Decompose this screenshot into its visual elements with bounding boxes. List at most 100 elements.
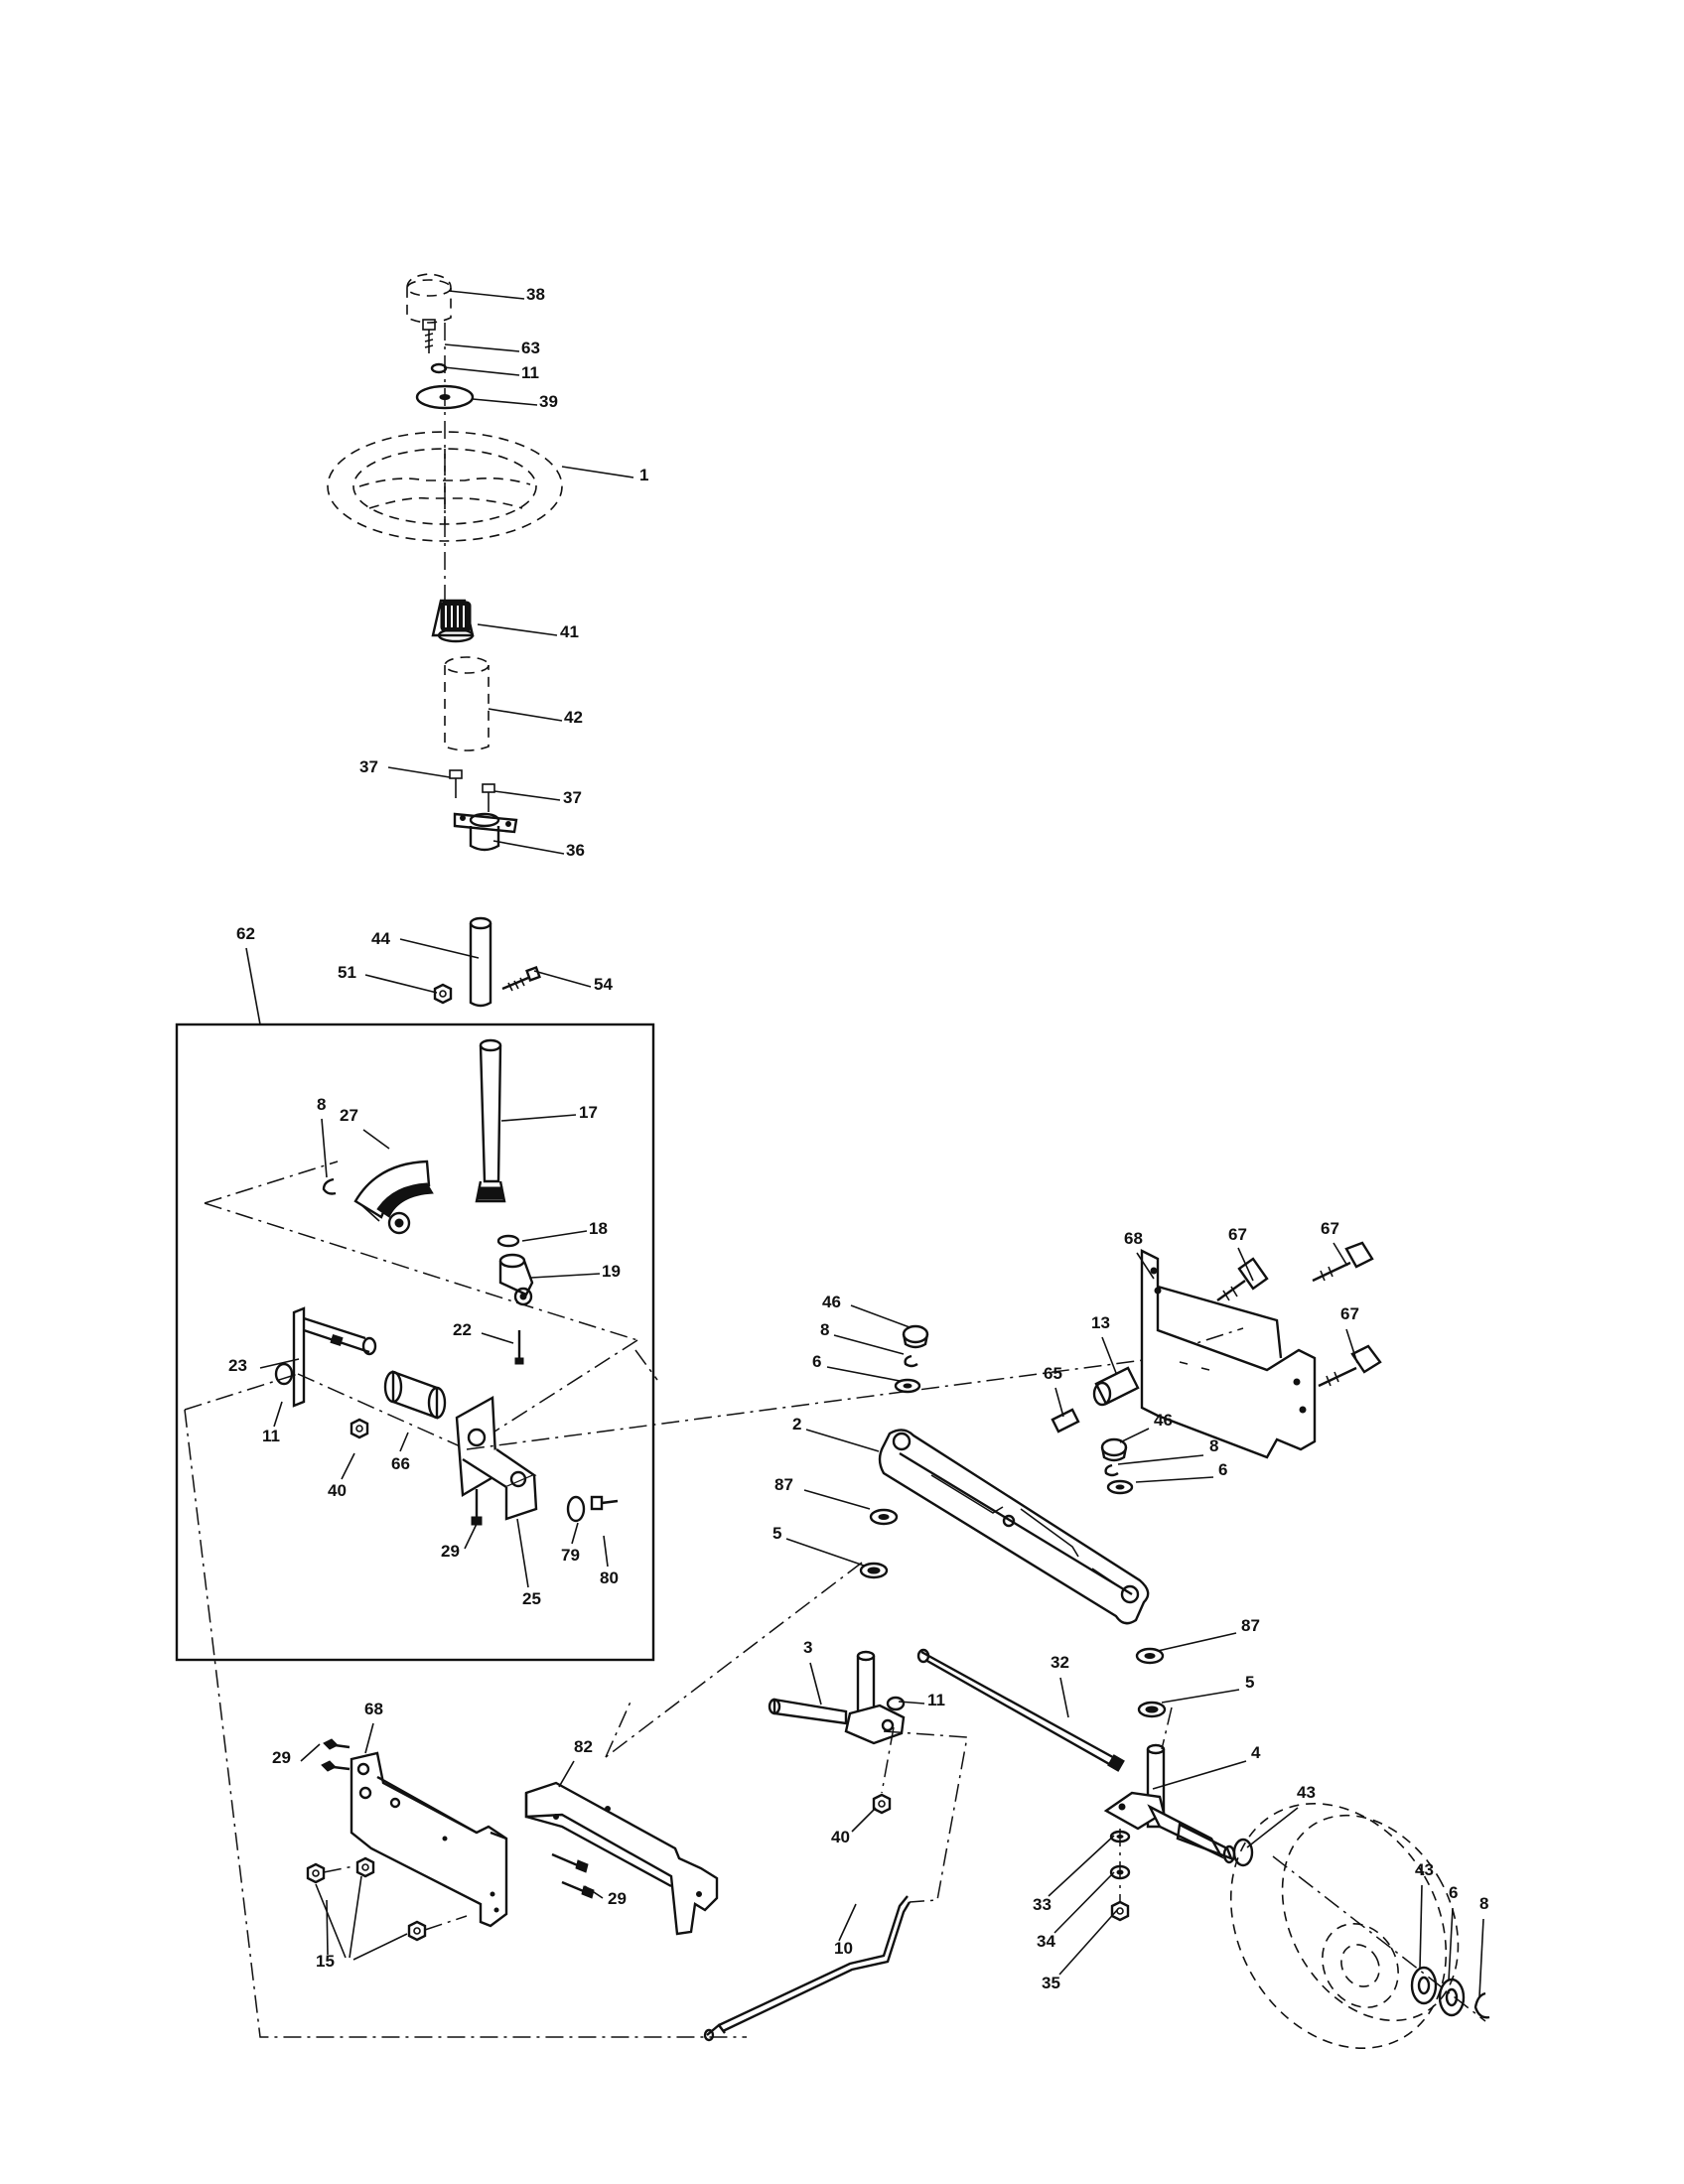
callout-29-bottom: 29 <box>584 1885 627 1908</box>
callout-5-right-leader <box>1161 1689 1240 1704</box>
callout-40-box-label: 40 <box>328 1481 347 1500</box>
nut-35[interactable] <box>1110 1900 1130 1922</box>
nut-40-box[interactable] <box>350 1418 369 1439</box>
bolt-67-c[interactable] <box>1318 1344 1382 1388</box>
callout-51-label: 51 <box>338 963 356 982</box>
nut-40-mid[interactable] <box>872 1793 892 1815</box>
bracket-25[interactable] <box>455 1396 538 1521</box>
bolt-67-b[interactable] <box>1312 1241 1374 1283</box>
callout-46-top-label: 46 <box>822 1293 841 1311</box>
cap-46-right[interactable] <box>1100 1437 1128 1462</box>
e-clip-8-top[interactable] <box>904 1354 918 1368</box>
washer-43-wheel[interactable] <box>1410 1966 1438 2005</box>
bolt-67-a[interactable] <box>1216 1257 1269 1301</box>
lock-washer-11[interactable] <box>430 362 448 374</box>
spacer-87-left[interactable] <box>869 1508 899 1526</box>
callout-67-c: 67 <box>1340 1304 1359 1364</box>
callout-27-leader <box>362 1129 390 1150</box>
callout-67-c-label: 67 <box>1340 1304 1359 1323</box>
nut-51[interactable] <box>433 983 453 1005</box>
callout-17-leader <box>500 1114 577 1122</box>
flange-bearing[interactable] <box>453 812 518 852</box>
callout-4-label: 4 <box>1251 1743 1261 1762</box>
callout-39: 39 <box>472 392 558 411</box>
bushing-13[interactable] <box>1092 1366 1140 1407</box>
bolt-29-lower-a[interactable] <box>551 1852 589 1873</box>
callout-8-box-leader <box>321 1118 328 1178</box>
callout-43-bottom-leader <box>1419 1884 1423 1970</box>
callout-51-leader <box>364 974 438 994</box>
nut-15-c[interactable] <box>407 1920 427 1942</box>
bracket-82[interactable] <box>524 1781 719 1936</box>
callout-6-bottom-label: 6 <box>1449 1883 1458 1902</box>
callout-6-bottom-leader <box>1448 1907 1454 1981</box>
cap-46-top[interactable] <box>902 1324 929 1349</box>
washer-43-spindle[interactable] <box>1232 1838 1254 1867</box>
screw-29-box[interactable] <box>471 1489 483 1526</box>
bushing-sleeve[interactable] <box>444 656 490 751</box>
lock-washer-11-box[interactable] <box>274 1362 294 1386</box>
left-spindle[interactable] <box>768 1650 906 1745</box>
callout-11-mid-leader <box>898 1701 925 1705</box>
washer-79[interactable] <box>566 1495 586 1523</box>
sector-gear[interactable] <box>353 1160 434 1235</box>
wheel-axis-dashed <box>1272 1855 1486 2022</box>
pin-65[interactable] <box>1051 1408 1080 1433</box>
callout-66: 66 <box>391 1432 410 1473</box>
e-clip-8-box[interactable] <box>322 1177 337 1195</box>
bolt-29-upper-b[interactable] <box>321 1760 351 1772</box>
bracket-68-top[interactable] <box>1140 1249 1317 1459</box>
screw-22[interactable] <box>514 1330 524 1365</box>
pinion-bearing[interactable] <box>498 1253 534 1306</box>
callout-19: 19 <box>530 1262 621 1281</box>
callout-25-leader <box>516 1518 529 1588</box>
callout-29-left: 29 <box>272 1743 321 1767</box>
front-tire[interactable] <box>1188 1764 1493 2087</box>
bolt-63[interactable] <box>422 319 436 353</box>
washer-39[interactable] <box>415 384 475 410</box>
spline-adapter[interactable] <box>431 599 475 643</box>
washer-5-right[interactable] <box>1137 1701 1167 1718</box>
washer-6-wheel[interactable] <box>1438 1978 1466 2017</box>
bolt-29-lower-b[interactable] <box>561 1880 595 1899</box>
nut-15-a[interactable] <box>306 1862 326 1884</box>
bolt-54[interactable] <box>501 966 541 992</box>
bolt-80[interactable] <box>590 1495 619 1511</box>
nut-15-dashed <box>323 1865 468 1931</box>
steering-shaft-upper[interactable] <box>469 916 492 1008</box>
steering-shaft-lower[interactable] <box>475 1038 506 1203</box>
callout-5-right-label: 5 <box>1245 1673 1254 1692</box>
callout-41-leader <box>477 623 558 636</box>
spacer-66[interactable] <box>383 1370 447 1420</box>
callout-44-leader <box>399 938 480 959</box>
callout-79: 79 <box>561 1522 580 1565</box>
front-axle[interactable] <box>878 1429 1150 1625</box>
nut-15-b[interactable] <box>355 1856 375 1878</box>
bolt-29-upper-a[interactable] <box>323 1738 351 1750</box>
bracket-68-bottom[interactable] <box>350 1751 508 1928</box>
bolt-37-left[interactable] <box>449 769 463 798</box>
lock-washer-11-mid[interactable] <box>886 1696 906 1711</box>
steering-cap[interactable] <box>406 273 452 324</box>
washer-6-right[interactable] <box>1106 1479 1134 1495</box>
steering-wheel[interactable] <box>327 431 563 542</box>
right-spindle[interactable] <box>1103 1743 1236 1864</box>
callout-11-top-label: 11 <box>521 363 539 382</box>
callout-40-mid-leader <box>851 1807 877 1833</box>
washer-6-top[interactable] <box>894 1378 921 1394</box>
steering-link-rod[interactable] <box>703 1895 912 2042</box>
e-clip-8-wheel[interactable] <box>1474 1991 1490 2019</box>
spacer-87-right[interactable] <box>1135 1647 1165 1665</box>
drag-link[interactable] <box>916 1648 1125 1772</box>
callout-39-leader <box>472 398 538 406</box>
callout-8-right-leader <box>1117 1454 1204 1465</box>
bolt-37-right[interactable] <box>482 783 495 812</box>
callout-41: 41 <box>477 622 579 641</box>
callout-54-label: 54 <box>594 975 613 994</box>
washer-18[interactable] <box>496 1234 520 1248</box>
callout-23: 23 <box>228 1356 300 1375</box>
callout-18: 18 <box>521 1219 608 1242</box>
pivot-bar[interactable] <box>292 1306 377 1408</box>
e-clip-8-right[interactable] <box>1104 1463 1119 1477</box>
washer-5-left[interactable] <box>859 1562 889 1579</box>
